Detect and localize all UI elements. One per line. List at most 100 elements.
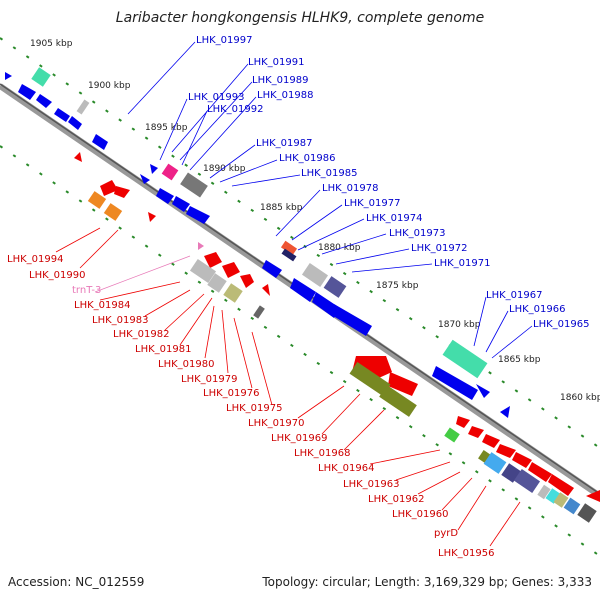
- gene-label[interactable]: LHK_01969: [271, 433, 327, 444]
- gene-label[interactable]: LHK_01989: [252, 75, 308, 86]
- gene-box[interactable]: [553, 492, 569, 508]
- gene-box[interactable]: [442, 339, 488, 379]
- gene-label[interactable]: LHK_01983: [92, 315, 148, 326]
- gene-label[interactable]: LHK_01984: [74, 300, 130, 311]
- gene-label[interactable]: LHK_01992: [207, 104, 263, 115]
- gene-arrow[interactable]: [100, 180, 118, 196]
- gene-box[interactable]: [545, 488, 561, 504]
- gene-label[interactable]: LHK_01982: [113, 329, 169, 340]
- gene-arrow[interactable]: [156, 188, 174, 204]
- gene-box[interactable]: [189, 259, 217, 283]
- gene-label[interactable]: LHK_01973: [389, 228, 445, 239]
- gene-box[interactable]: [76, 99, 90, 115]
- gene-label[interactable]: LHK_01972: [411, 243, 467, 254]
- trna-marker[interactable]: [198, 242, 204, 250]
- gene-arrow[interactable]: [240, 274, 254, 288]
- gene-arrow[interactable]: [150, 164, 158, 174]
- gene-arrow[interactable]: [290, 278, 316, 302]
- gene-label[interactable]: LHK_01956: [438, 548, 494, 559]
- gene-label[interactable]: LHK_01963: [343, 479, 399, 490]
- gene-label[interactable]: trnT-3: [72, 285, 101, 296]
- gene-label[interactable]: LHK_01993: [188, 92, 244, 103]
- gene-label[interactable]: LHK_01979: [181, 374, 237, 385]
- gene-arrow[interactable]: [186, 206, 210, 224]
- gene-box[interactable]: [31, 67, 51, 87]
- gene-arrow[interactable]: [432, 366, 478, 400]
- gene-arrow[interactable]: [468, 426, 484, 438]
- gene-box[interactable]: [483, 452, 507, 474]
- gene-arrow[interactable]: [204, 252, 222, 268]
- gene-arrow[interactable]: [482, 434, 500, 448]
- gene-box[interactable]: [323, 276, 347, 298]
- gene-box[interactable]: [280, 240, 298, 256]
- gene-arrow[interactable]: [18, 84, 36, 100]
- gene-box[interactable]: [444, 427, 460, 443]
- gene-label[interactable]: LHK_01966: [509, 304, 565, 315]
- gene-box[interactable]: [207, 273, 227, 293]
- gene-label[interactable]: LHK_01991: [248, 57, 304, 68]
- gene-label[interactable]: LHK_01981: [135, 344, 191, 355]
- gene-arrow[interactable]: [262, 284, 270, 296]
- gene-label[interactable]: LHK_01987: [256, 138, 312, 149]
- gene-box[interactable]: [253, 305, 265, 319]
- gene-label[interactable]: LHK_01960: [392, 509, 448, 520]
- gene-box[interactable]: [161, 163, 179, 181]
- gene-label[interactable]: LHK_01976: [203, 388, 259, 399]
- gene-arrow[interactable]: [74, 152, 82, 162]
- gene-arrow[interactable]: [114, 186, 130, 198]
- gene-arrow[interactable]: [500, 406, 510, 418]
- forward-labels: LHK_01997 LHK_01991 LHK_01993 LHK_01989 …: [188, 35, 589, 330]
- gene-box[interactable]: [349, 362, 391, 396]
- gene-label[interactable]: LHK_01990: [29, 270, 85, 281]
- gene-label[interactable]: LHK_01970: [248, 418, 304, 429]
- gene-arrow[interactable]: [148, 212, 156, 222]
- gene-label[interactable]: pyrD: [434, 528, 458, 539]
- gene-arrow[interactable]: [222, 262, 240, 278]
- gene-arrow[interactable]: [262, 260, 282, 278]
- gene-label[interactable]: LHK_01971: [434, 258, 490, 269]
- gene-box[interactable]: [513, 469, 541, 493]
- gene-arrow[interactable]: [330, 304, 372, 336]
- gene-arrow[interactable]: [36, 94, 52, 108]
- gene-arrow[interactable]: [140, 174, 150, 184]
- gene-arrow[interactable]: [388, 372, 418, 396]
- tick-label: 1895 kbp: [145, 123, 188, 133]
- gene-box[interactable]: [87, 191, 107, 209]
- gene-box[interactable]: [103, 203, 123, 221]
- gene-label[interactable]: LHK_01975: [226, 403, 282, 414]
- gene-label[interactable]: LHK_01968: [294, 448, 350, 459]
- gene-label[interactable]: LHK_01965: [533, 319, 589, 330]
- gene-label[interactable]: LHK_01962: [368, 494, 424, 505]
- gene-box[interactable]: [379, 385, 417, 417]
- gene-arrow[interactable]: [54, 108, 70, 122]
- gene-label[interactable]: LHK_01977: [344, 198, 400, 209]
- gene-box[interactable]: [577, 503, 597, 523]
- gene-label[interactable]: LHK_01974: [366, 213, 422, 224]
- gene-arrow[interactable]: [548, 474, 574, 496]
- gene-arrow[interactable]: [172, 196, 190, 212]
- gene-arrow[interactable]: [496, 444, 516, 458]
- gene-label[interactable]: LHK_01986: [279, 153, 335, 164]
- gene-arrow[interactable]: [456, 416, 470, 428]
- gene-box[interactable]: [563, 497, 581, 515]
- gene-label[interactable]: LHK_01988: [257, 90, 313, 101]
- gene-label[interactable]: LHK_01978: [322, 183, 378, 194]
- gene-box[interactable]: [301, 263, 329, 287]
- gene-arrow[interactable]: [586, 490, 600, 502]
- gene-label[interactable]: LHK_01964: [318, 463, 374, 474]
- gene-arrow[interactable]: [512, 452, 532, 468]
- gene-label[interactable]: LHK_01980: [158, 359, 214, 370]
- gene-arrow[interactable]: [5, 72, 12, 80]
- gene-box[interactable]: [537, 484, 551, 500]
- gene-label[interactable]: LHK_01967: [486, 290, 542, 301]
- gene-box[interactable]: [223, 283, 243, 303]
- gene-arrow[interactable]: [68, 116, 82, 130]
- gene-arrow[interactable]: [476, 384, 490, 398]
- gene-label[interactable]: LHK_01985: [301, 168, 357, 179]
- gene-label[interactable]: LHK_01994: [7, 254, 63, 265]
- gene-label[interactable]: LHK_01997: [196, 35, 252, 46]
- gene-arrow[interactable]: [528, 462, 552, 482]
- gene-box[interactable]: [180, 172, 208, 198]
- gene-box[interactable]: [281, 248, 297, 262]
- gene-arrow[interactable]: [92, 134, 108, 150]
